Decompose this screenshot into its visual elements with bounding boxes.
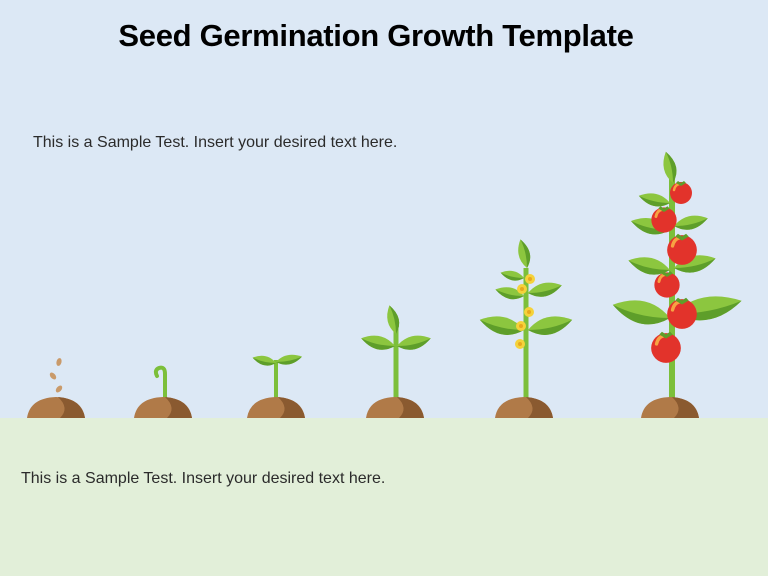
young-plant-icon — [361, 305, 431, 418]
seedling-icon — [247, 354, 305, 418]
slide-title: Seed Germination Growth Template — [118, 18, 634, 53]
seed-icon — [27, 358, 85, 418]
text-box-bottom: This is a Sample Test. Insert your desir… — [21, 470, 386, 487]
ground-background — [0, 418, 768, 576]
text-box-top: This is a Sample Test. Insert your desir… — [33, 134, 398, 151]
flowering-plant-icon — [479, 239, 573, 418]
tomato-plant-icon — [612, 151, 742, 418]
sprout-icon — [134, 365, 192, 418]
